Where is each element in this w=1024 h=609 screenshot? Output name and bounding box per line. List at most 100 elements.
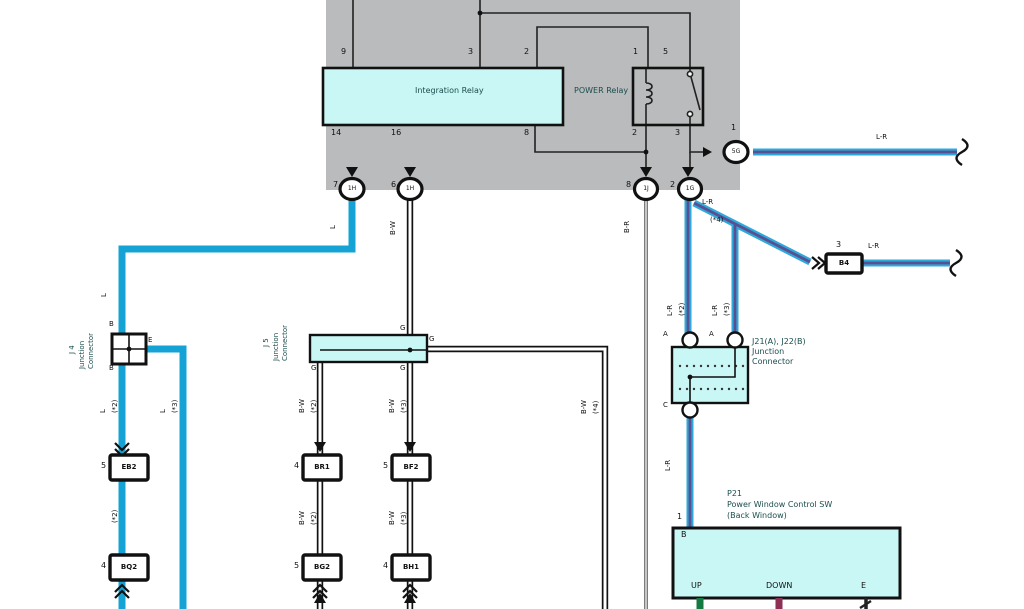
wire-label-bw-1: B-W bbox=[297, 399, 306, 414]
wire-label-bw-top: B-W bbox=[388, 221, 397, 236]
j21-pin-c: C bbox=[663, 401, 668, 409]
connector-eb2-code: EB2 bbox=[121, 463, 137, 471]
integration-relay-label: Integration Relay bbox=[415, 86, 484, 95]
j4-pin-bottom: B bbox=[109, 364, 114, 372]
wire-note-bw-3: (*4) bbox=[591, 400, 600, 415]
wire-lr bbox=[684, 148, 957, 528]
wire-label-br: B-R bbox=[622, 220, 631, 234]
pin-label-2b: 2 bbox=[632, 128, 638, 137]
wire-note-lr-j21-left: (*2) bbox=[677, 302, 686, 317]
wire-note-l-main: (*2) bbox=[110, 399, 119, 414]
connector-2-number: 2 bbox=[670, 180, 676, 189]
pin-label-2: 2 bbox=[524, 47, 530, 56]
wire-label-lr-b4: L-R bbox=[868, 242, 880, 250]
connector-br1-code: BR1 bbox=[314, 463, 330, 471]
power-relay-box bbox=[631, 66, 705, 127]
pin-label-9: 9 bbox=[341, 47, 347, 56]
pin-label-14: 14 bbox=[331, 128, 342, 137]
j5-pin-bottom-left: G bbox=[311, 364, 317, 372]
junction-dots bbox=[477, 10, 649, 155]
pin-label-3: 3 bbox=[468, 47, 474, 56]
wire-arrows bbox=[314, 147, 712, 603]
j4-junction-symbol bbox=[110, 332, 148, 366]
wire-bw bbox=[316, 199, 609, 609]
j4-pin-right: E bbox=[148, 336, 153, 344]
connector-bg2-code: BG2 bbox=[314, 563, 330, 571]
p21-subname: (Back Window) bbox=[727, 511, 787, 520]
integration-relay-box bbox=[321, 66, 565, 127]
j21-pin-a-right: A bbox=[709, 330, 714, 338]
connector-bh1-code: BH1 bbox=[402, 563, 420, 571]
j21-j22-junction-box bbox=[670, 331, 750, 419]
wire-label-bw-3: B-W bbox=[579, 400, 588, 415]
connector-b4-number: 3 bbox=[836, 240, 842, 249]
power-relay-label: POWER Relay bbox=[574, 86, 629, 95]
connector-bq2-number: 4 bbox=[101, 561, 107, 570]
wire-label-l-branch: L bbox=[158, 409, 167, 414]
wire-label-lr-j21-left: L-R bbox=[665, 304, 674, 317]
wire-note-bw-1: (*2) bbox=[309, 399, 318, 414]
wire-label-lr-diagonal: L-R bbox=[702, 198, 714, 206]
j5-junction-box bbox=[308, 333, 429, 364]
pin-label-1: 1 bbox=[633, 47, 639, 56]
p21-up-label: UP bbox=[691, 581, 702, 590]
connector-bf2-code: BF2 bbox=[403, 463, 419, 471]
wire-label-l-main: L bbox=[98, 409, 107, 414]
wire-note-lr-diagonal: (*4) bbox=[710, 216, 724, 224]
j4-name: J 4 bbox=[67, 345, 76, 355]
pin-label-3b: 3 bbox=[675, 128, 681, 137]
connector-br1-number: 4 bbox=[294, 461, 300, 470]
wire-label-bw-2-lower: B-W bbox=[387, 511, 396, 526]
connector-8-code: 1J bbox=[643, 185, 649, 192]
j5-pin-top: G bbox=[400, 324, 406, 332]
connector-6-code: 1H bbox=[405, 185, 415, 192]
j5-type-line2: Connector bbox=[280, 324, 289, 362]
j5-type-line1: Junction bbox=[271, 332, 280, 362]
connector-b4-code: B4 bbox=[838, 259, 850, 267]
pin-label-16: 16 bbox=[391, 128, 402, 137]
relay-circuit-lines bbox=[352, 0, 703, 168]
wire-label-l-top: L bbox=[328, 225, 337, 230]
p21-code: P21 bbox=[727, 489, 743, 498]
power-relay-coil bbox=[645, 68, 653, 125]
p21-switch-box bbox=[671, 526, 902, 609]
wire-note-lr-j21-right: (*3) bbox=[722, 302, 731, 317]
harness-connector-ovals bbox=[338, 139, 750, 202]
j5-name: J 5 bbox=[261, 338, 270, 348]
connector-bg2-number: 5 bbox=[294, 561, 300, 570]
j4-type-line2: Connector bbox=[86, 332, 95, 370]
wire-label-bw-1-lower: B-W bbox=[297, 511, 306, 526]
wire-label-bw-2: B-W bbox=[387, 399, 396, 414]
wire-label-lr-j21-right: L-R bbox=[710, 304, 719, 317]
j21-pin-a-left: A bbox=[663, 330, 668, 338]
wire-note-l-branch: (*3) bbox=[170, 399, 179, 414]
connector-bq2-code: BQ2 bbox=[120, 563, 138, 571]
connector-eb2-number: 5 bbox=[101, 461, 107, 470]
connector-2-code: 1G bbox=[685, 185, 695, 192]
connector-8-number: 8 bbox=[626, 180, 632, 189]
p21-pin-number: 1 bbox=[677, 512, 683, 521]
power-relay-switch bbox=[686, 68, 701, 125]
harness-continuation-marks bbox=[949, 137, 969, 278]
j4-type-line1: Junction bbox=[77, 340, 86, 370]
connector-6-number: 6 bbox=[391, 180, 397, 189]
p21-name: Power Window Control SW bbox=[727, 500, 833, 509]
j21-type-line2: Connector bbox=[752, 357, 794, 366]
inline-connector-boxes bbox=[108, 252, 864, 582]
connector-1-number: 1 bbox=[731, 123, 737, 132]
wire-note-bw-2-lower: (*3) bbox=[399, 511, 408, 526]
connector-7-number: 7 bbox=[333, 180, 339, 189]
wire-label-l-left: L bbox=[99, 293, 108, 298]
wire-note-bw-1-lower: (*2) bbox=[309, 511, 318, 526]
pin-label-8: 8 bbox=[524, 128, 530, 137]
j21-type-line1: Junction bbox=[752, 347, 785, 356]
connector-bf2-number: 5 bbox=[383, 461, 389, 470]
connector-1-code: 5G bbox=[731, 148, 741, 155]
j5-pin-right: G bbox=[429, 335, 435, 343]
j5-pin-bottom-right: G bbox=[400, 364, 406, 372]
pin-label-5: 5 bbox=[663, 47, 669, 56]
j21-name: J21(A), J22(B) bbox=[752, 337, 806, 346]
wire-note-bw-2: (*3) bbox=[399, 399, 408, 414]
